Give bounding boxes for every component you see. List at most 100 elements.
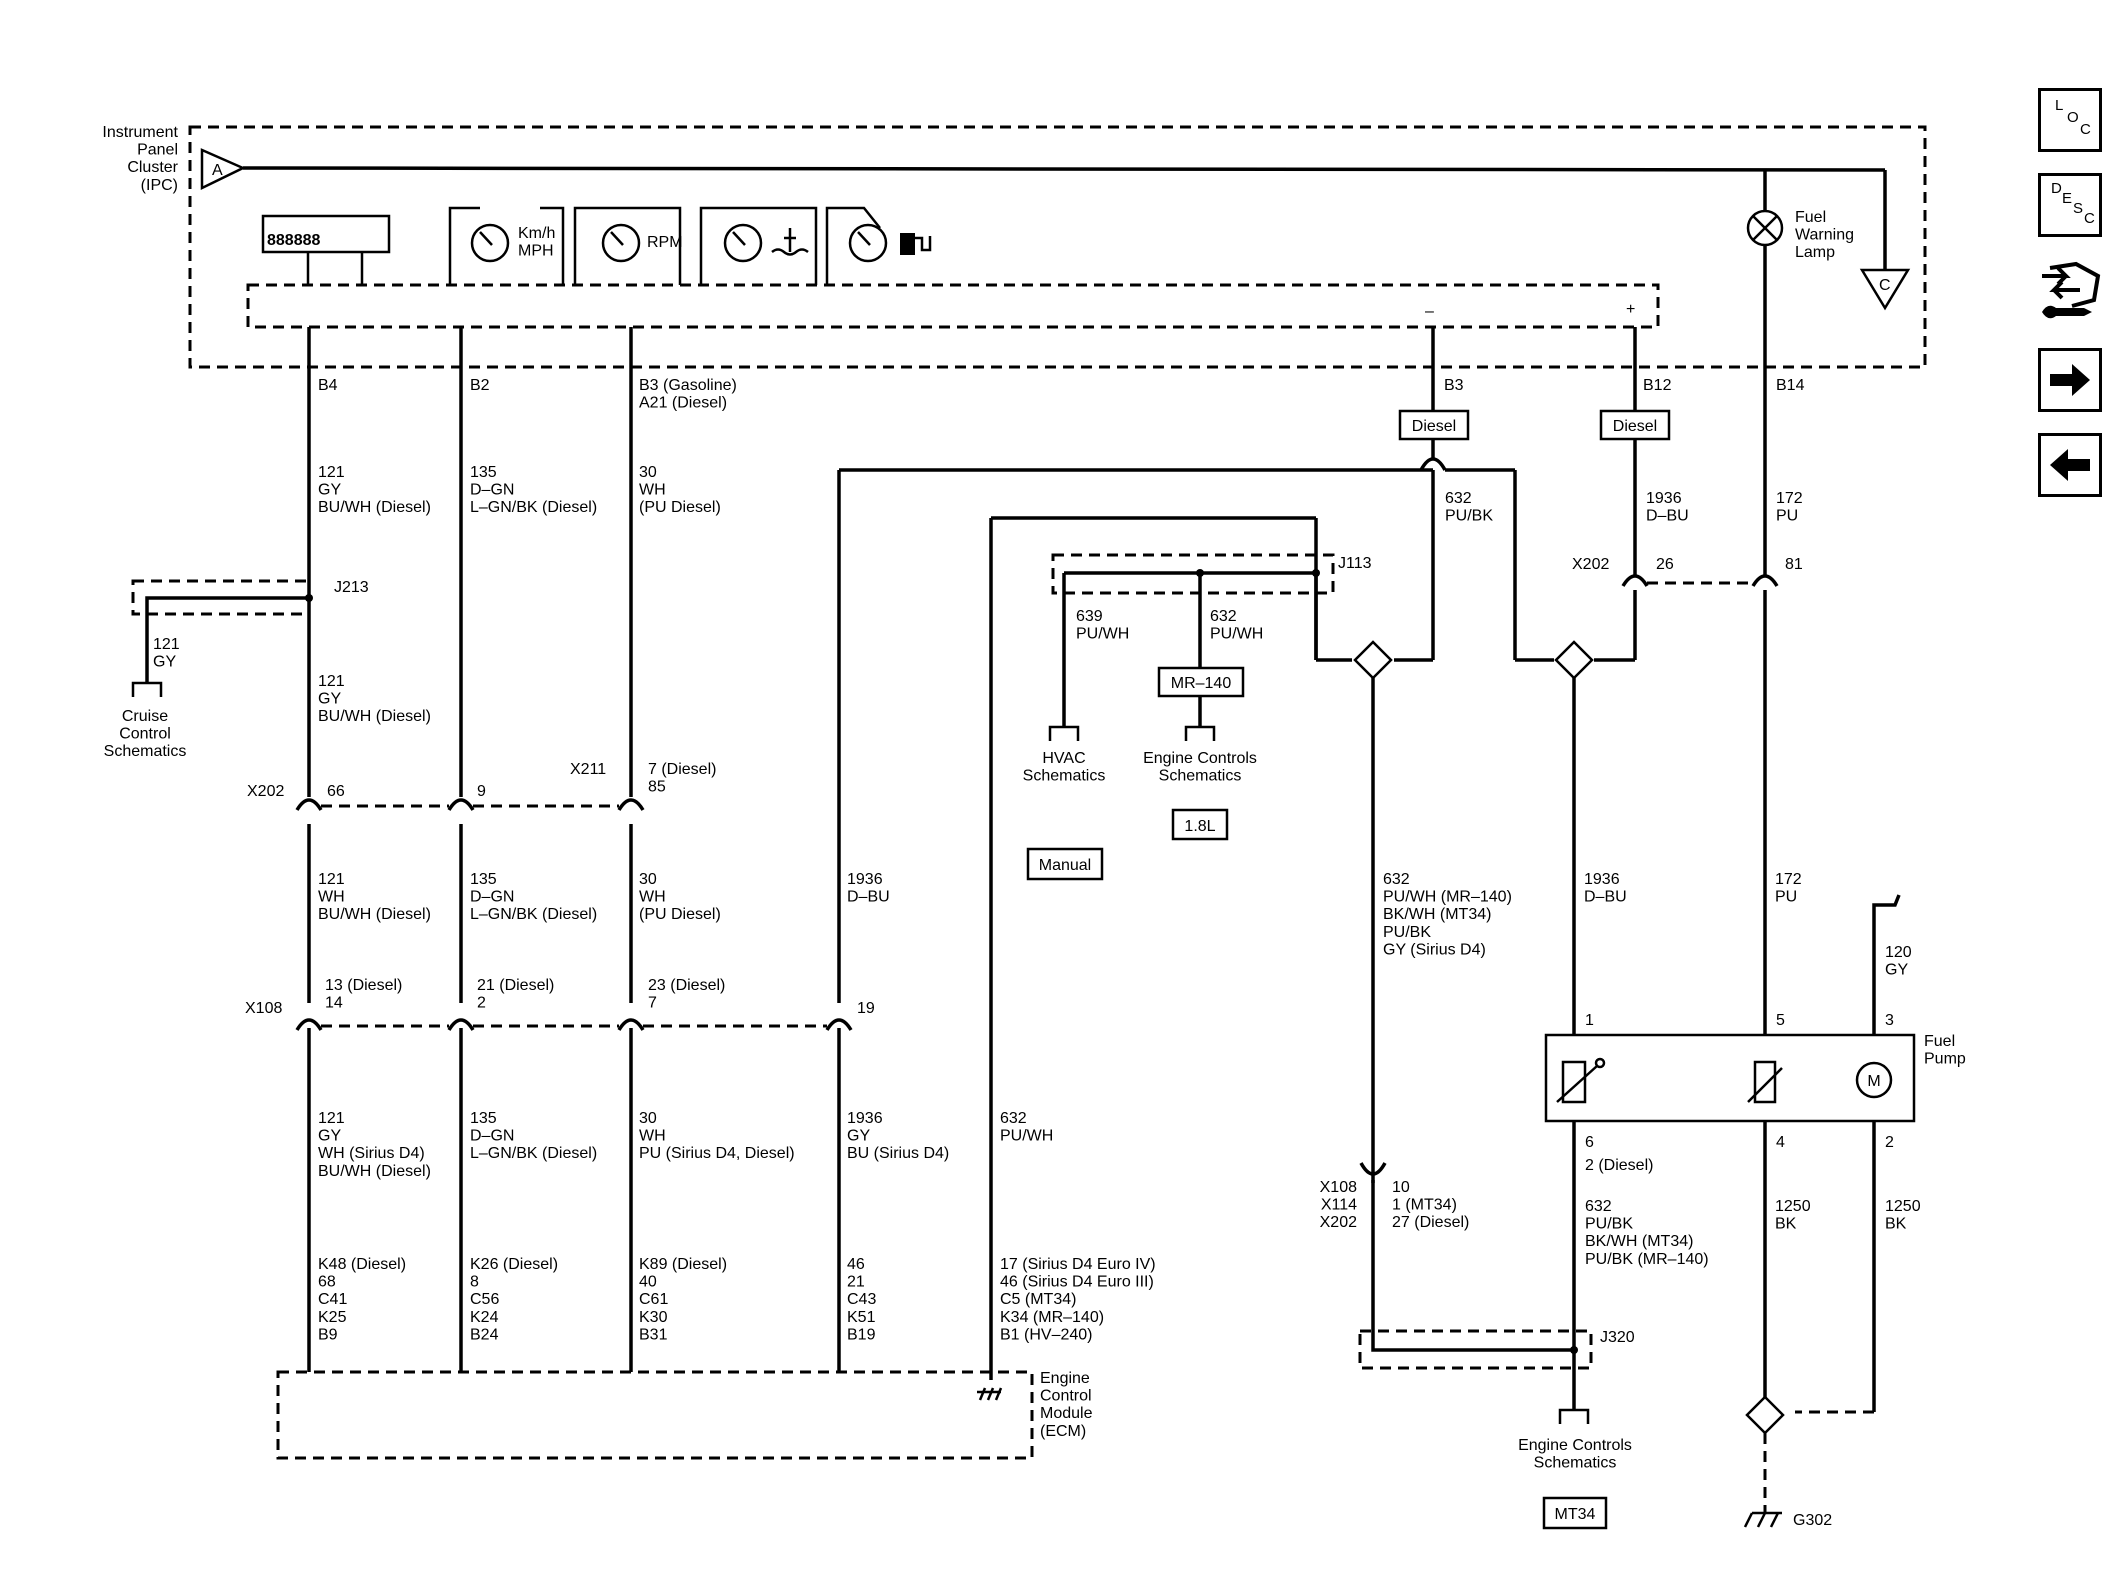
j113-label: J113 <box>1338 555 1372 572</box>
loc-letter-o: O <box>2067 109 2079 126</box>
x202-top-label: X202 <box>1572 556 1609 573</box>
fuel-pump-pin-5: 5 <box>1776 1012 1785 1029</box>
pin-b4: B4 <box>318 377 338 394</box>
splice-j113 <box>1051 553 1335 595</box>
ipc-minus: – <box>1425 303 1434 320</box>
pin-b3-gasoline: B3 (Gasoline)A21 (Diesel) <box>639 377 737 412</box>
splice-j213 <box>131 579 311 616</box>
fuel-pump-pin-3: 3 <box>1885 1012 1894 1029</box>
connector-row-x202 <box>295 798 645 811</box>
pin-b14: B14 <box>1776 377 1805 394</box>
pump-motor-label: M <box>1867 1073 1880 1090</box>
ground-g302-label: G302 <box>1793 1512 1832 1529</box>
x108-label: X108 <box>245 1000 282 1017</box>
ecm-pins-5: 17 (Sirius D4 Euro IV)46 (Sirius D4 Euro… <box>1000 1256 1156 1343</box>
variable-resistor-icon <box>1747 1060 1783 1104</box>
desc-letter-e: E <box>2062 190 2073 207</box>
tag-1-8l-label: 1.8L <box>1184 818 1215 835</box>
tachometer-gauge: RPM <box>573 206 683 285</box>
desc-letter-d: D <box>2051 180 2062 197</box>
back-button[interactable] <box>2038 433 2102 497</box>
loc-letter-c: C <box>2080 121 2091 138</box>
connector-view-button[interactable] <box>2036 254 2106 330</box>
odometer-digits: 888888 <box>267 232 320 249</box>
next-button[interactable] <box>2038 348 2102 412</box>
tag-mr140-label: MR–140 <box>1171 675 1232 692</box>
ipc-connector-c-label: C <box>1879 277 1891 294</box>
arrow-right-icon <box>2050 364 2090 396</box>
loc-letters: L O C <box>2041 91 2099 149</box>
tag-mr140 <box>1157 666 1245 698</box>
x202-top-pin-81: 81 <box>1785 556 1803 573</box>
ipc-inner-bus <box>246 283 1660 329</box>
x202-pin-9: 9 <box>477 783 486 800</box>
arrow-left-icon <box>2050 449 2090 481</box>
ecm-ground-icon <box>977 1387 1003 1401</box>
x108-pin-19: 19 <box>857 1000 875 1017</box>
connector-row-x108 <box>295 1018 853 1031</box>
splice-diamond-right <box>1554 640 1594 680</box>
loc-letter-l: L <box>2055 97 2064 114</box>
fuel-pump-pin-4: 4 <box>1776 1134 1785 1151</box>
tag-manual <box>1026 847 1104 881</box>
desc-letter-s: S <box>2073 200 2084 217</box>
fuel-gauge <box>825 206 932 285</box>
fuel-pump-pin-2: 2 <box>1885 1134 1894 1151</box>
ground-g302-icon <box>1743 1511 1782 1528</box>
desc-button[interactable]: D E S C <box>2038 173 2102 237</box>
ecm-box <box>276 1370 1034 1460</box>
tag-manual-label: Manual <box>1039 857 1091 874</box>
tag-mt34 <box>1542 1496 1608 1530</box>
splice-diamond-ground <box>1745 1395 1785 1435</box>
ipc-box <box>188 125 1927 369</box>
pin-b3: B3 <box>1444 377 1464 394</box>
rpm-label: RPM <box>647 234 683 251</box>
pin-b12: B12 <box>1643 377 1672 394</box>
pump-motor-icon <box>1855 1061 1893 1099</box>
tag-diesel-b3 <box>1398 409 1470 441</box>
fuel-level-sensor-icon <box>1556 1057 1606 1104</box>
temperature-gauge <box>699 206 818 285</box>
connector-tool-icon <box>2042 261 2101 319</box>
odometer-display <box>261 214 391 254</box>
j213-label: J213 <box>334 579 369 596</box>
loc-button[interactable]: L O C <box>2038 88 2102 152</box>
tag-diesel-b12-label: Diesel <box>1613 418 1657 435</box>
ipc-plus: + <box>1626 301 1635 318</box>
splice-j320 <box>1358 1329 1593 1370</box>
splice-diamond-left <box>1353 640 1393 680</box>
